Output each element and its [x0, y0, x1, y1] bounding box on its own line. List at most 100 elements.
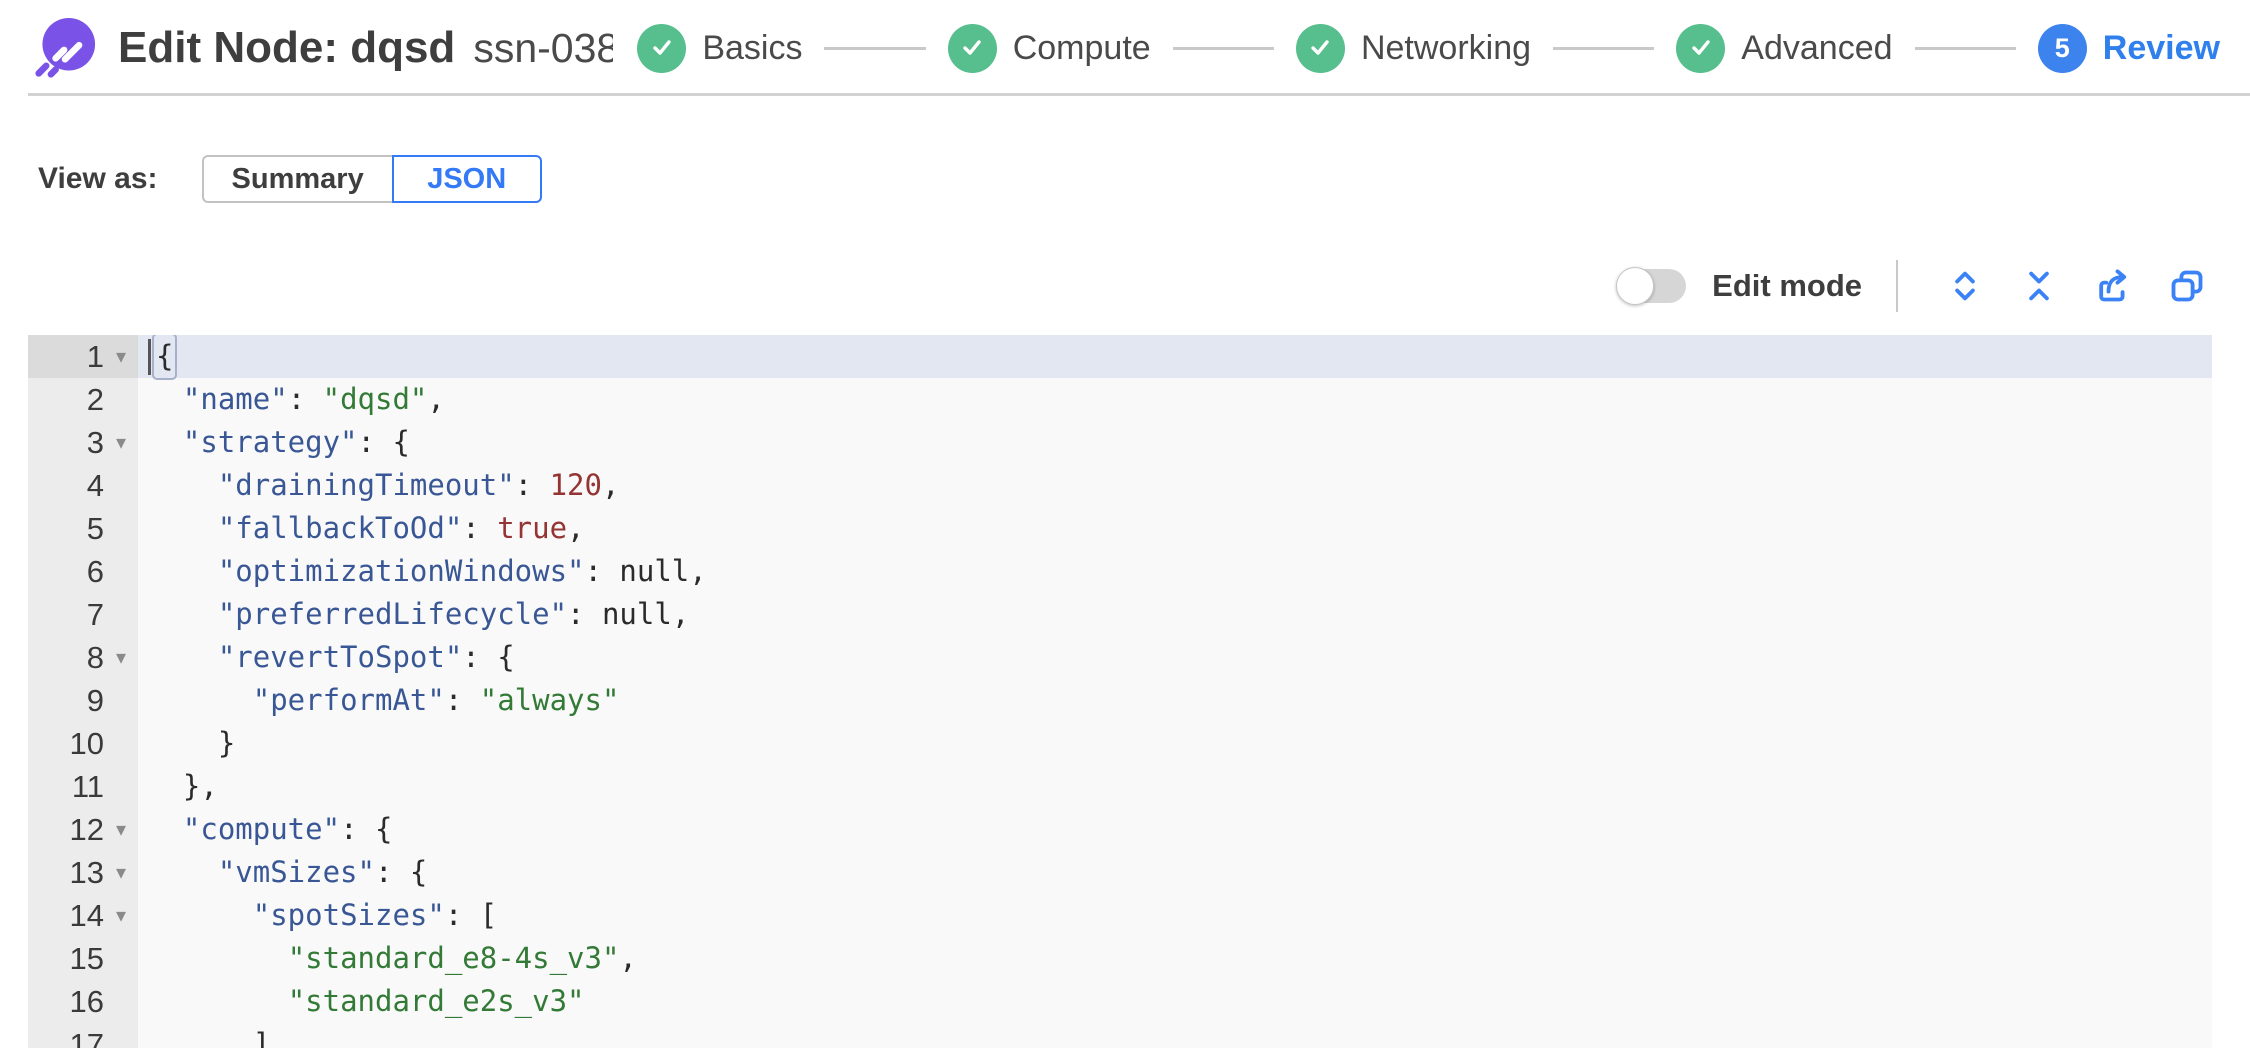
editor-line[interactable]: 14 ▾ "spotSizes": [ — [28, 894, 2212, 937]
copy-icon[interactable] — [2167, 266, 2207, 306]
editor-gutter-cell[interactable]: 15 — [28, 937, 138, 980]
editor-gutter-cell[interactable]: 4 — [28, 464, 138, 507]
token-plain: } — [148, 726, 236, 760]
step-label: Review — [2102, 28, 2220, 67]
token-plain — [148, 894, 253, 937]
editor-code-cell[interactable]: "preferredLifecycle": null, — [138, 593, 2212, 636]
editor-gutter-cell[interactable]: 11 — [28, 765, 138, 808]
editor-gutter-cell[interactable]: 13 ▾ — [28, 851, 138, 894]
editor-gutter-cell[interactable]: 17 — [28, 1023, 138, 1048]
editor-code-cell[interactable]: "name": "dqsd", — [138, 378, 2212, 421]
view-as-summary-button[interactable]: Summary — [201, 155, 394, 203]
editor-line[interactable]: 17 ], — [28, 1023, 2212, 1048]
editor-line[interactable]: 4 "drainingTimeout": 120, — [28, 464, 2212, 507]
editor-gutter-cell[interactable]: 5 — [28, 507, 138, 550]
toolbar-divider — [1896, 260, 1898, 312]
check-icon — [653, 40, 671, 55]
view-as-segmented-control: Summary JSON — [201, 155, 542, 203]
editor-code-cell[interactable]: }, — [138, 765, 2212, 808]
editor-gutter-cell[interactable]: 14 ▾ — [28, 894, 138, 937]
token-plain: : { — [357, 425, 410, 459]
view-as-json-button[interactable]: JSON — [391, 155, 542, 203]
editor-gutter-cell[interactable]: 9 — [28, 679, 138, 722]
wizard-step-review[interactable]: 5 Review — [2037, 23, 2220, 73]
fold-toggle-icon[interactable]: ▾ — [115, 905, 127, 927]
wizard-step-networking[interactable]: Networking — [1295, 23, 1531, 73]
token-plain: , — [671, 597, 690, 631]
edit-mode-toggle[interactable] — [1616, 267, 1687, 305]
edit-mode-toggle-knob[interactable] — [1616, 267, 1655, 305]
editor-line[interactable]: 12 ▾ "compute": { — [28, 808, 2212, 851]
editor-code-cell[interactable]: "revertToSpot": { — [138, 636, 2212, 679]
wizard-header: Edit Node: dqsd ssn-038 Basics Compute N… — [0, 0, 2250, 96]
text-cursor — [148, 338, 151, 375]
editor-gutter-cell[interactable]: 12 ▾ — [28, 808, 138, 851]
token-plain: , — [619, 941, 637, 975]
editor-code-cell[interactable]: "fallbackToOd": true, — [138, 507, 2212, 550]
token-plain — [148, 507, 218, 550]
step-status-icon: 5 — [2037, 23, 2087, 73]
editor-code-cell[interactable]: "drainingTimeout": 120, — [138, 464, 2212, 507]
wizard-step-compute[interactable]: Compute — [947, 23, 1151, 73]
editor-line[interactable]: 11 }, — [28, 765, 2212, 808]
editor-gutter-cell[interactable]: 7 — [28, 593, 138, 636]
editor-line[interactable]: 16 "standard_e2s_v3" — [28, 980, 2212, 1023]
editor-line[interactable]: 7 "preferredLifecycle": null, — [28, 593, 2212, 636]
token-plain: : — [287, 382, 323, 416]
collapse-all-icon[interactable] — [2019, 266, 2059, 306]
expand-all-icon[interactable] — [1945, 266, 1985, 306]
editor-code-cell[interactable]: "performAt": "always" — [138, 679, 2212, 722]
editor-line[interactable]: 3 ▾ "strategy": { — [28, 421, 2212, 464]
export-icon[interactable] — [2093, 266, 2133, 306]
editor-code-cell[interactable]: "spotSizes": [ — [138, 894, 2212, 937]
wizard-step-advanced[interactable]: Advanced — [1676, 23, 1893, 73]
editor-line[interactable]: 5 "fallbackToOd": true, — [28, 507, 2212, 550]
editor-code-cell[interactable]: { — [138, 335, 2212, 380]
token-plain: , — [427, 382, 445, 416]
step-status-icon — [637, 23, 687, 73]
editor-line[interactable]: 15 "standard_e8-4s_v3", — [28, 937, 2212, 980]
token-plain — [148, 636, 218, 679]
editor-line[interactable]: 6 "optimizationWindows": null, — [28, 550, 2212, 593]
editor-line[interactable]: 2 "name": "dqsd", — [28, 378, 2212, 421]
editor-code-cell[interactable]: ], — [138, 1023, 2212, 1048]
fold-toggle-icon[interactable]: ▾ — [115, 346, 127, 368]
check-icon — [1692, 40, 1710, 55]
editor-gutter-cell[interactable]: 2 — [28, 378, 138, 421]
fold-toggle-icon[interactable]: ▾ — [115, 862, 127, 884]
editor-code-cell[interactable]: "standard_e2s_v3" — [138, 980, 2212, 1023]
editor-gutter-cell[interactable]: 1 ▾ — [28, 335, 138, 378]
token-number: 120 — [549, 468, 602, 502]
fold-toggle-icon[interactable]: ▾ — [115, 819, 127, 841]
token-plain: : — [444, 683, 480, 717]
editor-code-cell[interactable]: "standard_e8-4s_v3", — [138, 937, 2212, 980]
editor-code-cell[interactable]: "optimizationWindows": null, — [138, 550, 2212, 593]
token-plain — [148, 464, 218, 507]
editor-line[interactable]: 10 } — [28, 722, 2212, 765]
line-number: 4 — [86, 467, 104, 503]
line-number: 17 — [69, 1026, 104, 1048]
editor-gutter-cell[interactable]: 3 ▾ — [28, 421, 138, 464]
fold-toggle-icon[interactable]: ▾ — [115, 432, 127, 454]
editor-line[interactable]: 8 ▾ "revertToSpot": { — [28, 636, 2212, 679]
editor-gutter-cell[interactable]: 10 — [28, 722, 138, 765]
token-key: "compute" — [182, 812, 341, 846]
view-as-row: View as: Summary JSON — [38, 155, 2250, 203]
token-string: "always" — [479, 683, 620, 717]
editor-gutter-cell[interactable]: 6 — [28, 550, 138, 593]
wizard-step-basics[interactable]: Basics — [637, 23, 803, 73]
json-editor[interactable]: 1 ▾ { 2 "name": "dqsd", 3 ▾ "strategy": … — [28, 335, 2212, 1048]
step-label: Basics — [702, 28, 803, 67]
editor-code-cell[interactable]: "strategy": { — [138, 421, 2212, 464]
editor-gutter-cell[interactable]: 8 ▾ — [28, 636, 138, 679]
editor-code-cell[interactable]: } — [138, 722, 2212, 765]
line-number: 16 — [69, 983, 104, 1019]
line-number: 8 — [86, 639, 104, 675]
editor-code-cell[interactable]: "compute": { — [138, 808, 2212, 851]
editor-line[interactable]: 1 ▾ { — [28, 335, 2212, 380]
fold-toggle-icon[interactable]: ▾ — [115, 647, 127, 669]
editor-code-cell[interactable]: "vmSizes": { — [138, 851, 2212, 894]
editor-line[interactable]: 13 ▾ "vmSizes": { — [28, 851, 2212, 894]
editor-gutter-cell[interactable]: 16 — [28, 980, 138, 1023]
editor-line[interactable]: 9 "performAt": "always" — [28, 679, 2212, 722]
